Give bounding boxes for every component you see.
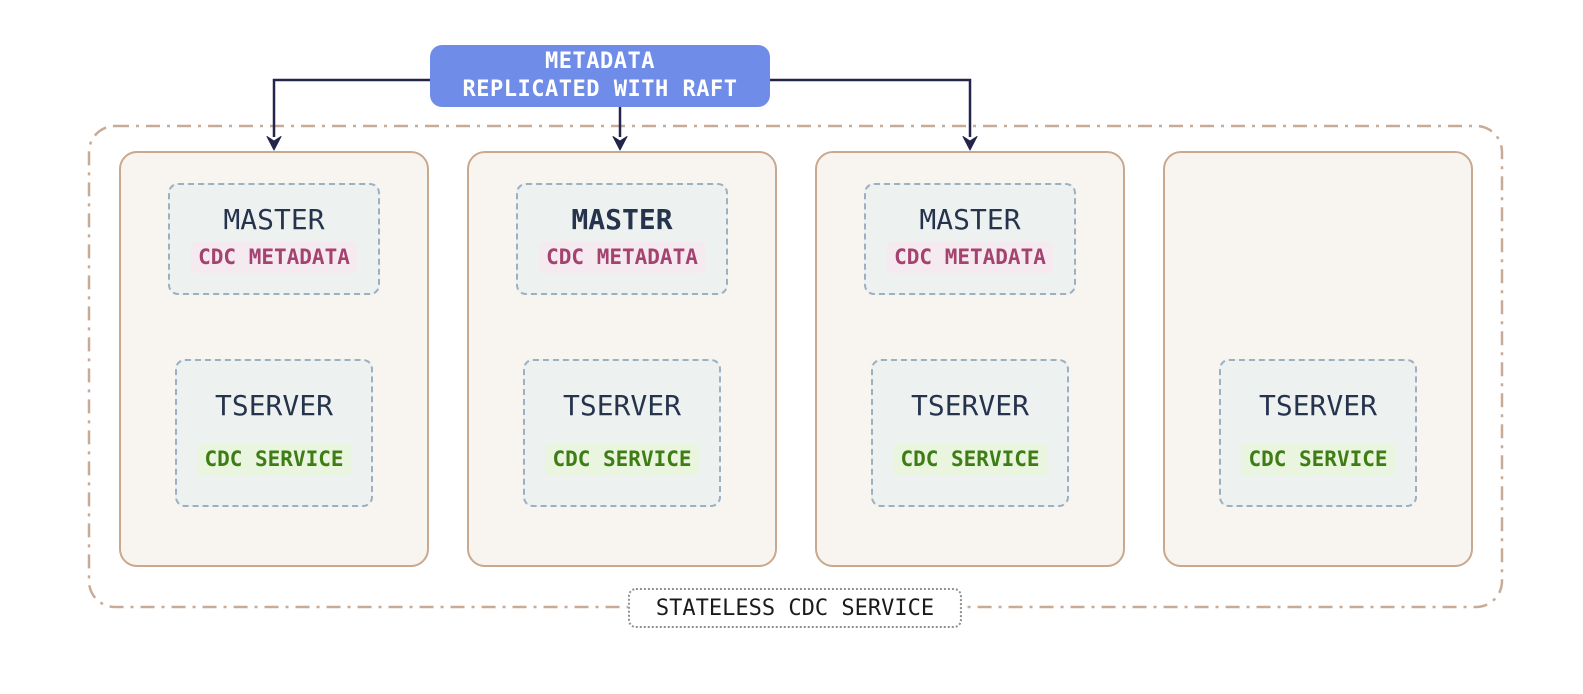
node-3-tserver-box: TSERVER CDC SERVICE <box>871 359 1069 507</box>
node-3-master-box: MASTER CDC METADATA <box>864 183 1076 295</box>
node-2: MASTER CDC METADATA TSERVER CDC SERVICE <box>467 151 777 567</box>
cdc-metadata-badge: CDC METADATA <box>191 241 357 273</box>
tserver-label: TSERVER <box>1258 388 1377 422</box>
metadata-raft-banner: METADATA REPLICATED WITH RAFT <box>430 45 770 107</box>
node-2-master-box: MASTER CDC METADATA <box>516 183 728 295</box>
connector-left <box>272 78 432 137</box>
cdc-service-badge: CDC SERVICE <box>197 443 351 475</box>
cdc-service-badge: CDC SERVICE <box>545 443 699 475</box>
master-label: MASTER <box>571 202 673 236</box>
node-1: MASTER CDC METADATA TSERVER CDC SERVICE <box>119 151 429 567</box>
cdc-metadata-badge: CDC METADATA <box>539 241 705 273</box>
node-2-tserver-box: TSERVER CDC SERVICE <box>523 359 721 507</box>
arrow-down-icon <box>266 136 282 151</box>
arrow-down-icon <box>612 136 628 151</box>
node-3: MASTER CDC METADATA TSERVER CDC SERVICE <box>815 151 1125 567</box>
cdc-service-badge: CDC SERVICE <box>1241 443 1395 475</box>
node-4-tserver-box: TSERVER CDC SERVICE <box>1219 359 1417 507</box>
banner-line-1: METADATA <box>545 49 655 75</box>
tserver-label: TSERVER <box>910 388 1029 422</box>
cdc-service-badge: CDC SERVICE <box>893 443 1047 475</box>
node-4: TSERVER CDC SERVICE <box>1163 151 1473 567</box>
node-1-master-box: MASTER CDC METADATA <box>168 183 380 295</box>
node-1-tserver-box: TSERVER CDC SERVICE <box>175 359 373 507</box>
stateless-cdc-service-label: STATELESS CDC SERVICE <box>627 588 963 628</box>
arrow-down-icon <box>962 136 978 151</box>
master-label: MASTER <box>223 202 325 236</box>
cdc-metadata-badge: CDC METADATA <box>887 241 1053 273</box>
connector-right <box>768 78 972 137</box>
banner-line-2: REPLICATED WITH RAFT <box>462 76 738 102</box>
tserver-label: TSERVER <box>214 388 333 422</box>
tserver-label: TSERVER <box>562 388 681 422</box>
master-label: MASTER <box>919 202 1021 236</box>
